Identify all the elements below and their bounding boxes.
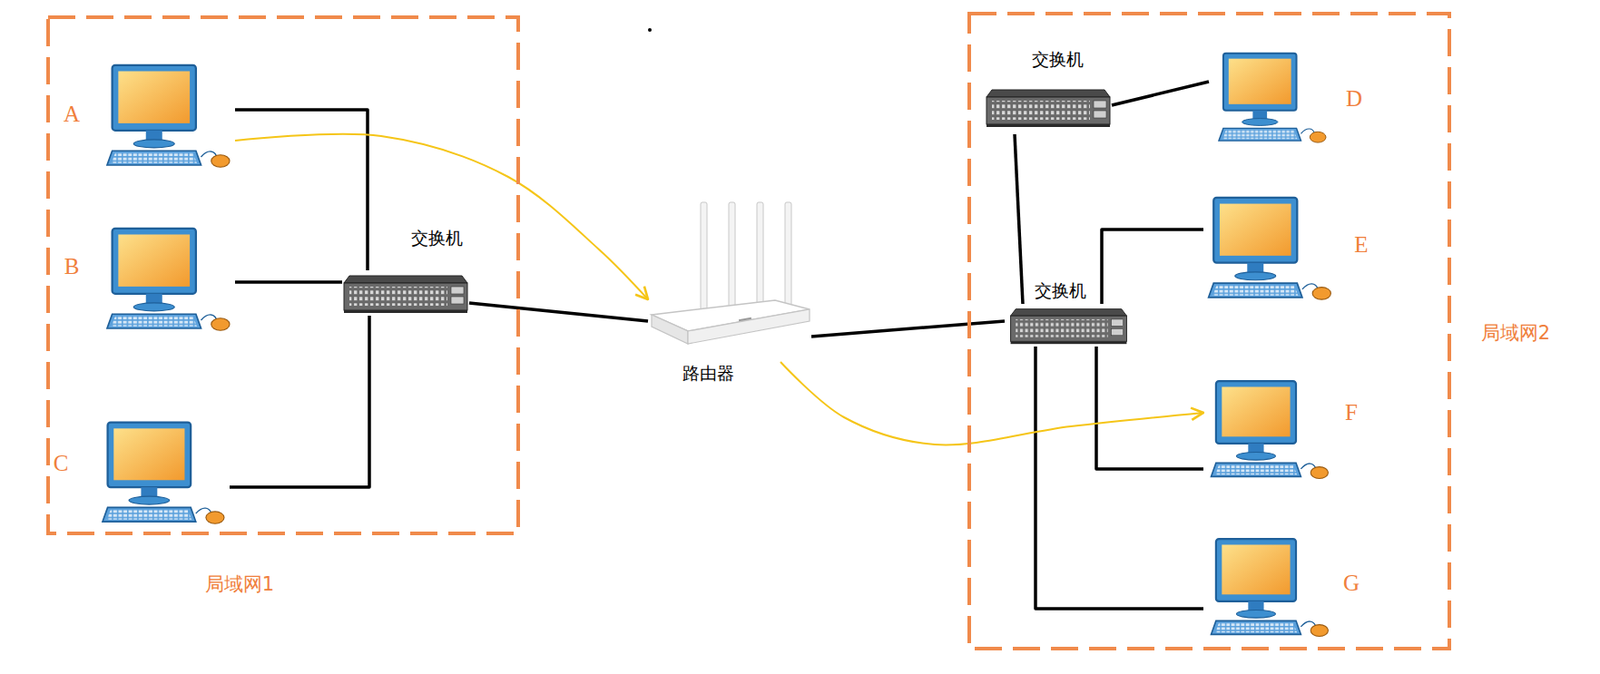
network-cable [1014,134,1023,305]
network-cable [1111,81,1209,106]
network-cable [1096,346,1204,470]
lan-label: 局域网1 [205,573,275,597]
data-flow-arrow [235,134,648,300]
router-node: 路由器 [647,198,812,363]
stray-dot [647,28,652,32]
computer-letter: B [64,253,80,281]
network-cable [811,321,1005,337]
switch-label: 交换机 [411,227,463,249]
pc-icon [1203,183,1336,306]
computer-letter: E [1354,231,1368,259]
lan-region: 交换机D交换机EFG局域网2 [967,11,1452,651]
pc-icon [1208,40,1336,148]
switch-label: 交换机 [1034,280,1087,302]
network-cable [1101,229,1204,305]
lan-region: ABC交换机局域网1 [46,15,521,536]
switch-node: 交换机 [1004,304,1133,347]
network-cable [469,303,648,322]
computer-node: A [101,50,236,174]
switch-node: 交换机 [984,79,1112,135]
network-cable [235,280,343,285]
computer-node: E [1203,183,1336,306]
sw-icon [1004,304,1133,347]
computer-node: B [101,214,236,337]
computer-letter: G [1343,569,1360,598]
computer-letter: A [63,100,80,128]
lan-label: 局域网2 [1481,322,1551,345]
sw-icon [984,79,1112,135]
computer-node: F [1203,367,1336,485]
computer-node: G [1203,525,1336,643]
switch-label: 交换机 [1031,49,1084,70]
computer-letter: F [1344,399,1358,427]
computer-letter: C [53,450,69,478]
switch-node: 交换机 [342,270,470,316]
pc-icon [101,50,236,174]
rt-icon [647,198,812,363]
network-cable [1035,346,1204,609]
computer-node: D [1208,40,1336,148]
pc-icon [1203,525,1336,643]
sw-icon [342,270,470,316]
computer-node: C [97,408,230,531]
pc-icon [1203,367,1336,485]
network-cable [229,315,370,488]
pc-icon [97,408,230,531]
router-label: 路由器 [682,363,735,384]
pc-icon [101,214,236,337]
data-flow-arrow [780,362,1204,445]
computer-letter: D [1345,85,1363,113]
